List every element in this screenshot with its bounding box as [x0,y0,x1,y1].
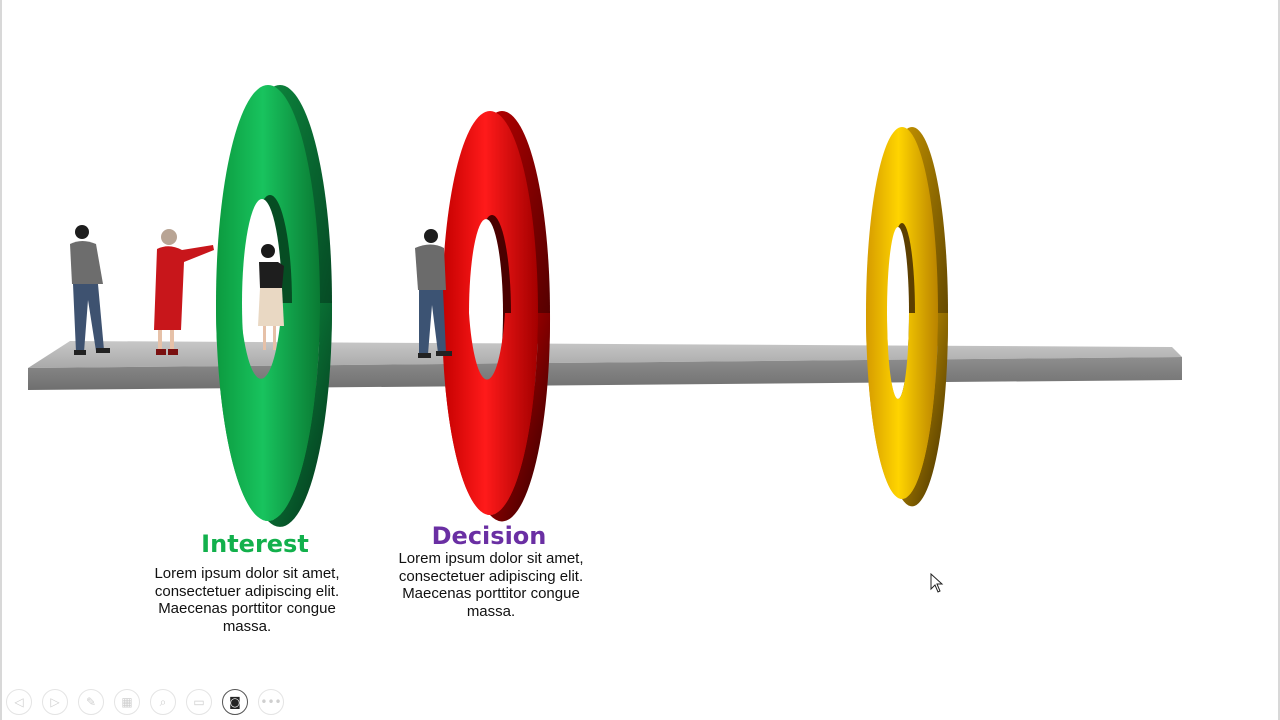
red-ring-front [442,313,551,522]
slide-left-border [0,0,2,720]
subtitles-icon[interactable]: ▭ [186,689,212,715]
description-line: Lorem ipsum dolor sit amet, [398,550,584,567]
camera-icon[interactable]: ◙ [222,689,248,715]
previous-arrow-icon[interactable]: ◁ [6,689,32,715]
description-line: massa. [466,602,516,620]
person-woman-red [154,229,214,355]
stage-description-decision: Lorem ipsum dolor sit amet, consectetuer… [382,550,600,620]
description-line: Maecenas porttitor congue [402,585,580,602]
stage-description-interest: Lorem ipsum dolor sit amet, consectetuer… [140,565,354,635]
description-line: massa. [222,617,272,635]
slideshow-toolbar: ◁ ▷ ✎ ▦ ⌕ ▭ ◙ ••• [6,688,284,716]
next-arrow-icon[interactable]: ▷ [42,689,68,715]
gray-platform [28,341,1182,390]
stage-title-interest: Interest [201,530,309,558]
person-woman-in-ring [258,244,284,350]
yellow-ring-front [866,313,949,507]
person-man-thinking [415,229,452,358]
stage-title-decision: Decision [431,522,547,550]
slide-right-border [1278,0,1280,720]
description-line: Lorem ipsum dolor sit amet, [154,565,340,582]
green-ring-front [216,303,333,527]
more-options-icon[interactable]: ••• [258,689,284,715]
zoom-icon[interactable]: ⌕ [150,689,176,715]
description-line: consectetuer adipiscing elit. [154,582,340,600]
all-slides-icon[interactable]: ▦ [114,689,140,715]
mouse-cursor-icon [930,573,944,593]
pen-icon[interactable]: ✎ [78,689,104,715]
description-line: Maecenas porttitor congue [158,600,336,617]
person-man-back [70,225,110,355]
description-line: consectetuer adipiscing elit. [398,567,584,585]
